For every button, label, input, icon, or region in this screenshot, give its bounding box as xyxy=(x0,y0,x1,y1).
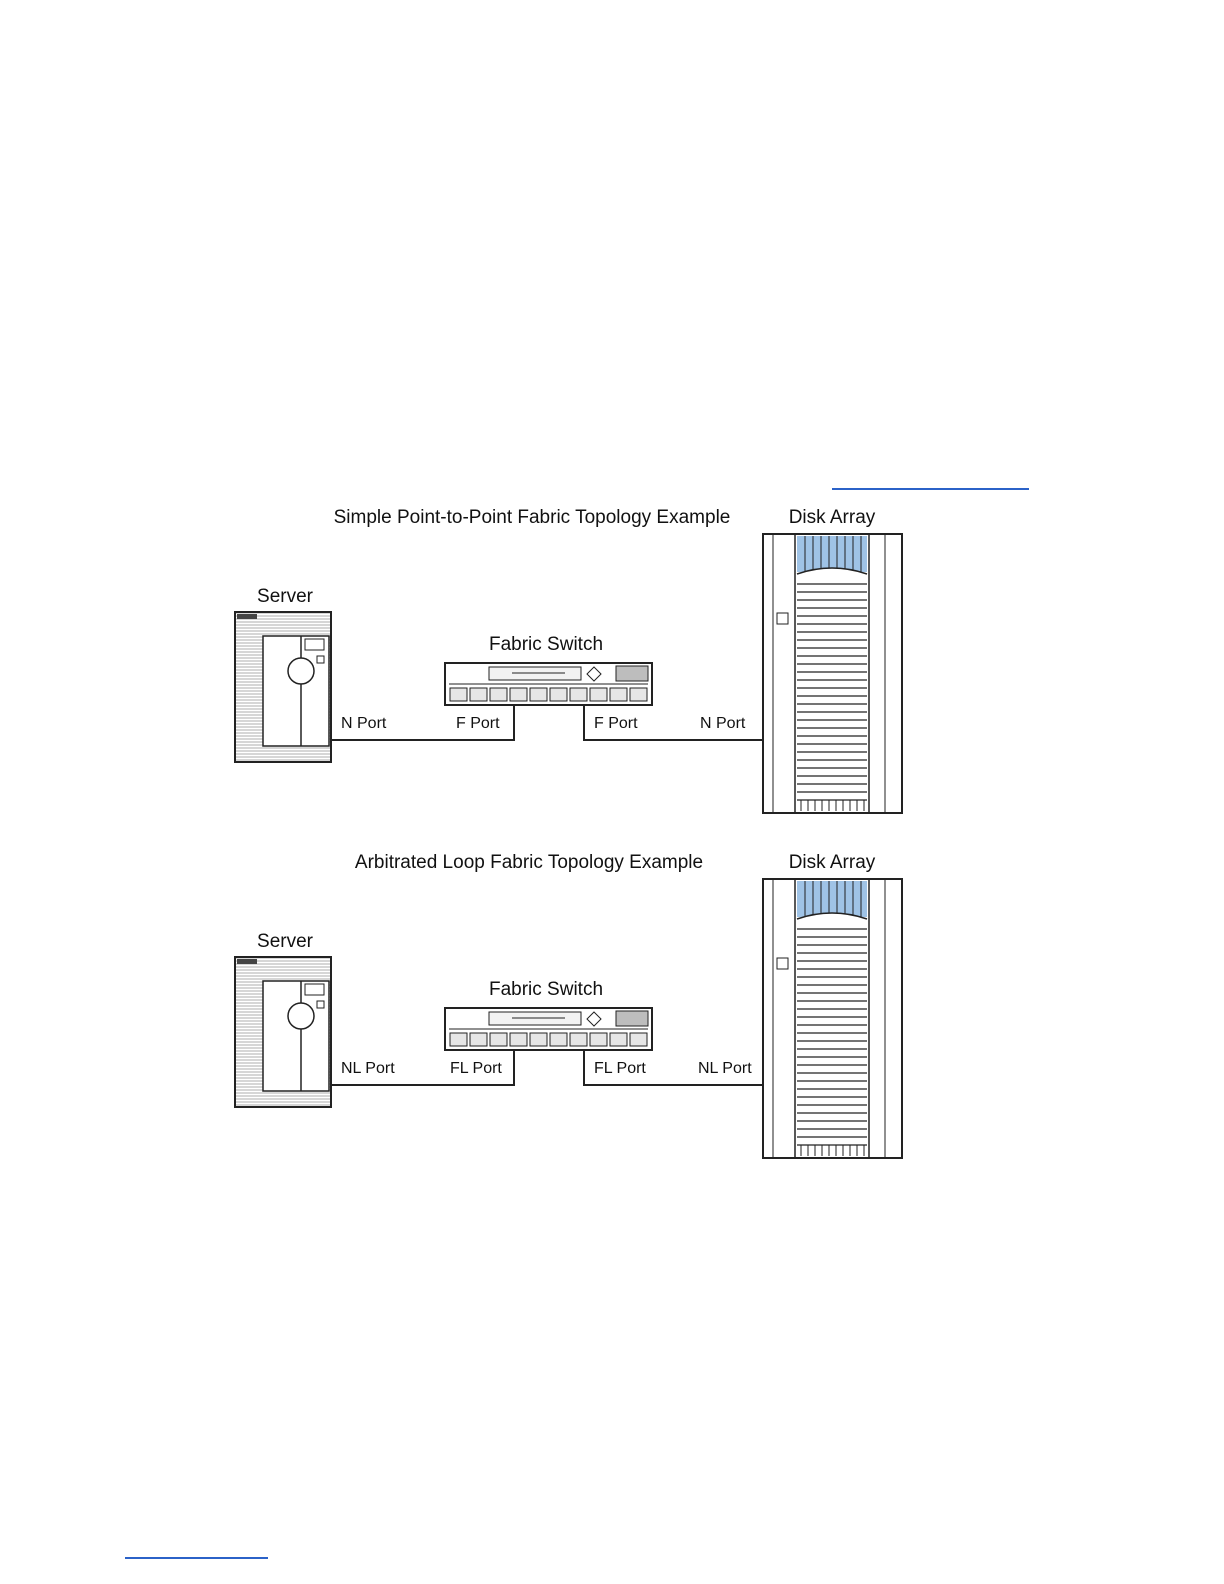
disk-array-icon xyxy=(763,534,902,813)
switch-left-port-label: F Port xyxy=(456,715,500,732)
disk-array-icon xyxy=(763,879,902,1158)
fabric-switch-label: Fabric Switch xyxy=(489,634,603,655)
diagram-title: Arbitrated Loop Fabric Topology Example xyxy=(355,852,703,873)
server-label: Server xyxy=(257,586,314,607)
disk-array-label: Disk Array xyxy=(789,507,876,528)
fabric-switch-icon xyxy=(445,663,652,705)
disk-array-label: Disk Array xyxy=(789,852,876,873)
fabric-switch-icon xyxy=(445,1008,652,1050)
point-to-point-diagram: Simple Point-to-Point Fabric Topology Ex… xyxy=(235,507,902,813)
fabric-switch-label: Fabric Switch xyxy=(489,979,603,1000)
server-label: Server xyxy=(257,931,314,952)
switch-left-port-label: FL Port xyxy=(450,1060,502,1077)
arbitrated-loop-diagram: Arbitrated Loop Fabric Topology Example … xyxy=(235,852,902,1158)
switch-right-port-label: F Port xyxy=(594,715,638,732)
server-icon xyxy=(235,612,331,762)
array-port-label: NL Port xyxy=(698,1060,752,1077)
server-port-label: N Port xyxy=(341,715,387,732)
switch-right-port-label: FL Port xyxy=(594,1060,646,1077)
array-port-label: N Port xyxy=(700,715,746,732)
server-port-label: NL Port xyxy=(341,1060,395,1077)
diagram-title: Simple Point-to-Point Fabric Topology Ex… xyxy=(334,507,731,528)
server-icon xyxy=(235,957,331,1107)
